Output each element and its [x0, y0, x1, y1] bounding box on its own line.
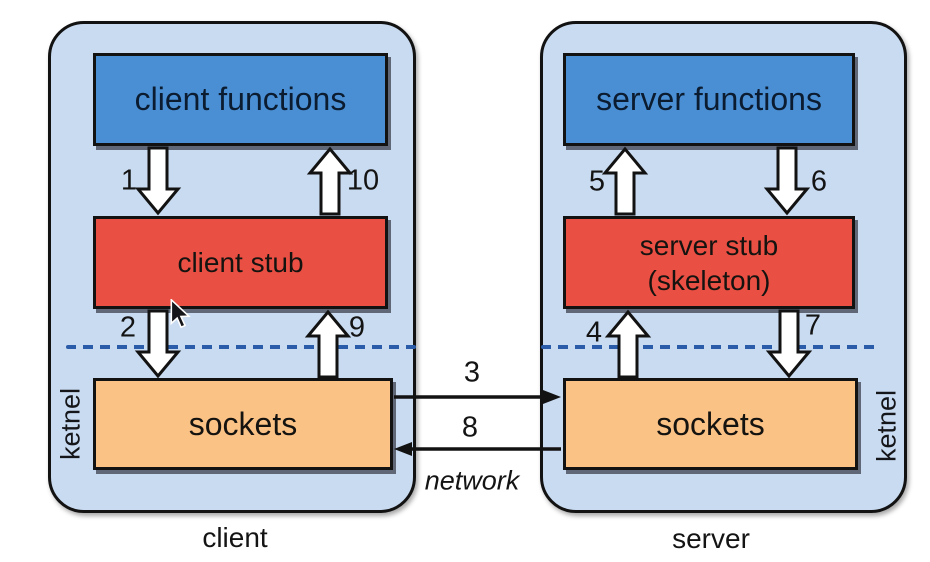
server-stub-label: server stub (skeleton): [640, 228, 779, 298]
client-kernel-label: ketnel: [55, 387, 86, 461]
network-caption: network: [424, 465, 520, 496]
server-functions-box: server functions: [563, 53, 855, 146]
arrow-up-step9-icon: [304, 309, 352, 379]
client-functions-box: client functions: [93, 53, 388, 146]
step-label-9: 9: [348, 311, 366, 344]
client-functions-label: client functions: [134, 81, 347, 117]
server-stub-label-line1: server stub: [639, 229, 779, 261]
step-label-6: 6: [810, 165, 828, 198]
step-label-4: 4: [585, 316, 603, 349]
server-stub-box: server stub (skeleton): [563, 216, 855, 309]
client-stub-label: client stub: [177, 246, 304, 278]
step-label-5: 5: [588, 165, 606, 198]
arrow-down-step7-icon: [765, 309, 813, 379]
client-sockets-label: sockets: [188, 405, 298, 442]
step-label-2: 2: [119, 311, 137, 344]
network-request-arrow-icon: [394, 390, 561, 404]
server-sockets-box: sockets: [563, 378, 858, 470]
server-stub-label-line2: (skeleton): [647, 264, 771, 296]
server-functions-label: server functions: [596, 81, 822, 117]
server-kernel-label: ketnel: [871, 389, 902, 463]
client-kernel-boundary-dashed-line: [66, 345, 416, 349]
server-sockets-label: sockets: [656, 405, 765, 442]
client-stub-box: client stub: [93, 216, 388, 309]
server-caption: server: [672, 523, 750, 554]
step-label-8: 8: [461, 411, 479, 444]
arrow-up-step10-icon: [306, 146, 354, 216]
step-label-3: 3: [463, 356, 481, 389]
server-kernel-boundary-dashed-line: [541, 345, 876, 349]
arrow-down-step1-icon: [134, 146, 182, 216]
network-reply-arrow-icon: [394, 442, 561, 456]
client-sockets-box: sockets: [93, 378, 393, 470]
arrow-down-step2-icon: [134, 309, 182, 379]
client-caption: client: [202, 522, 268, 553]
arrow-up-step5-icon: [601, 146, 649, 216]
arrow-down-step6-icon: [763, 146, 811, 216]
arrow-up-step4-icon: [604, 309, 652, 379]
mouse-cursor-icon: [170, 299, 191, 329]
step-label-7: 7: [804, 309, 822, 342]
step-label-1: 1: [120, 164, 138, 197]
step-label-10: 10: [346, 164, 380, 197]
